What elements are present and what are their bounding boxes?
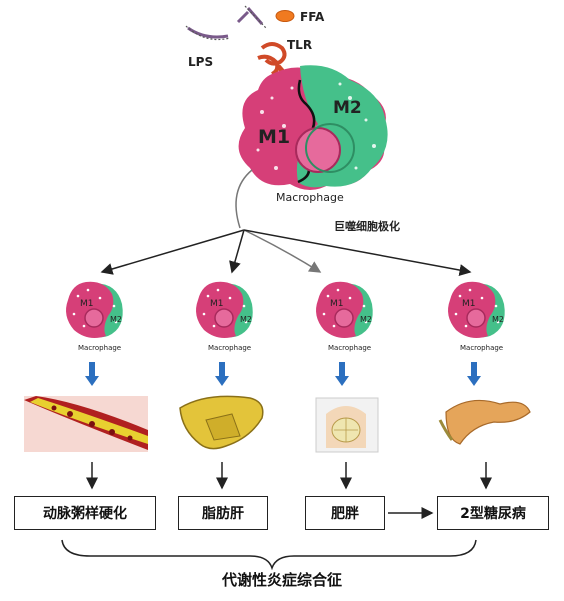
macrophage-large bbox=[238, 65, 388, 190]
arrow-to-cell-2 bbox=[229, 229, 245, 274]
cell-m2-label: M2 bbox=[110, 315, 122, 324]
disease-box-atherosclerosis: 动脉粥样硬化 bbox=[14, 496, 156, 530]
syndrome-brace bbox=[61, 539, 477, 571]
cell-caption: Macrophage bbox=[208, 344, 251, 352]
cell-m1-label: M1 bbox=[462, 299, 476, 309]
blue-arrow-1 bbox=[85, 362, 99, 386]
syndrome-label: 代谢性炎症综合征 bbox=[221, 571, 342, 589]
cell-m1-label: M1 bbox=[80, 299, 94, 309]
arrow-to-cell-4 bbox=[243, 229, 472, 276]
blue-arrow-2 bbox=[215, 362, 229, 386]
blue-arrow-4 bbox=[467, 362, 481, 386]
arrow-to-cell-1 bbox=[100, 229, 245, 275]
cell-m2-label: M2 bbox=[492, 315, 504, 324]
cell-m2-label: M2 bbox=[360, 315, 372, 324]
arrow-to-cell-3 bbox=[243, 229, 322, 273]
macrophage-label: Macrophage bbox=[276, 191, 344, 204]
blue-arrow-3 bbox=[335, 362, 349, 386]
m2-label: M2 bbox=[333, 98, 362, 118]
polarization-label: 巨噬细胞极化 bbox=[334, 219, 400, 233]
obesity-image bbox=[315, 397, 379, 453]
lps-molecule-icon-2 bbox=[185, 5, 267, 41]
disease-box-obesity: 肥胖 bbox=[305, 496, 385, 530]
pancreas-image bbox=[438, 399, 531, 445]
m1-label: M1 bbox=[258, 126, 290, 148]
cell-caption: Macrophage bbox=[460, 344, 503, 352]
tlr-label: TLR bbox=[287, 38, 312, 52]
disease-box-diabetes: 2型糖尿病 bbox=[437, 496, 549, 530]
artery-image bbox=[24, 396, 148, 452]
cell-m1-label: M1 bbox=[330, 299, 344, 309]
cell-caption: Macrophage bbox=[78, 344, 121, 352]
cell-m1-label: M1 bbox=[210, 299, 224, 309]
cell-m2-label: M2 bbox=[240, 315, 252, 324]
cell-caption: Macrophage bbox=[328, 344, 371, 352]
lps-label: LPS bbox=[188, 55, 213, 69]
ffa-molecule-icon bbox=[275, 10, 295, 22]
disease-box-fatty-liver: 脂肪肝 bbox=[178, 496, 268, 530]
fatty-liver-image bbox=[179, 395, 264, 450]
ffa-label: FFA bbox=[300, 10, 325, 24]
